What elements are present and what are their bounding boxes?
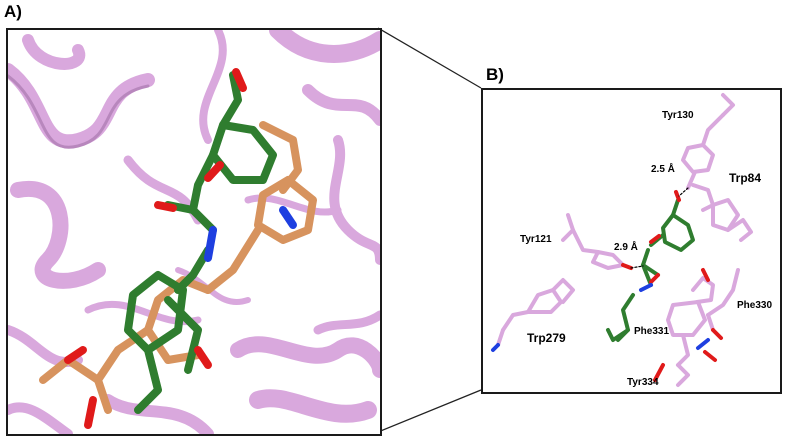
label-tyr121: Tyr121 bbox=[520, 234, 552, 245]
nitrogen-atom bbox=[696, 338, 710, 350]
panel-b-label: B) bbox=[486, 65, 504, 84]
label-trp279: Trp279 bbox=[527, 331, 566, 345]
nitrogen-atom bbox=[279, 206, 297, 229]
oxygen-atom bbox=[653, 363, 665, 382]
panel-b-molecular-render: Tyr130 Trp84 2.5 Å Tyr121 2.9 Å Trp279 P… bbox=[491, 93, 772, 388]
oxygen-atom bbox=[649, 234, 661, 244]
oxygen-atom bbox=[649, 273, 660, 284]
residue-trp279-sticks bbox=[496, 278, 575, 347]
oxygen-atom bbox=[204, 161, 224, 182]
residue-phe330-sticks bbox=[706, 268, 740, 332]
hbond-line-1 bbox=[678, 187, 689, 197]
oxygen-atom bbox=[84, 396, 97, 429]
oxygen-atom bbox=[154, 201, 177, 212]
panel-a-label: A) bbox=[4, 2, 22, 21]
label-tyr334: Tyr334 bbox=[627, 377, 659, 388]
residue-tyr121-sticks bbox=[561, 213, 625, 270]
label-tyr130: Tyr130 bbox=[662, 110, 694, 121]
hbond-line-2 bbox=[630, 265, 644, 269]
residue-tyr130-sticks bbox=[681, 93, 735, 190]
ligand-green-sticks bbox=[606, 198, 695, 342]
protein-ribbons bbox=[8, 30, 380, 434]
label-distance-1: 2.5 Å bbox=[651, 162, 675, 175]
residue-trp84-sticks bbox=[691, 183, 753, 242]
residue-tyr334-sticks bbox=[676, 276, 715, 387]
label-phe330: Phe330 bbox=[737, 300, 772, 311]
panel-a-molecular-render bbox=[8, 30, 380, 434]
nitrogen-atom bbox=[491, 343, 500, 352]
oxygen-atom bbox=[621, 263, 633, 270]
label-distance-2: 2.9 Å bbox=[614, 240, 638, 253]
oxygen-atom bbox=[194, 346, 212, 369]
oxygen-atom bbox=[701, 268, 710, 282]
residue-phe331-sticks bbox=[666, 300, 707, 367]
ligand-green bbox=[124, 71, 277, 414]
nitrogen-atom bbox=[204, 226, 217, 262]
oxygen-atom bbox=[711, 328, 723, 340]
nitrogen-atom bbox=[639, 283, 653, 292]
oxygen-atom bbox=[703, 350, 717, 362]
oxygen-atom bbox=[674, 190, 681, 202]
panel-a-binding-site bbox=[6, 28, 382, 436]
oxygen-atom bbox=[64, 346, 87, 364]
panel-b-interactions: Tyr130 Trp84 2.5 Å Tyr121 2.9 Å Trp279 P… bbox=[481, 88, 782, 394]
label-trp84: Trp84 bbox=[729, 171, 761, 185]
label-phe331: Phe331 bbox=[634, 326, 669, 337]
oxygen-atom bbox=[232, 68, 247, 92]
